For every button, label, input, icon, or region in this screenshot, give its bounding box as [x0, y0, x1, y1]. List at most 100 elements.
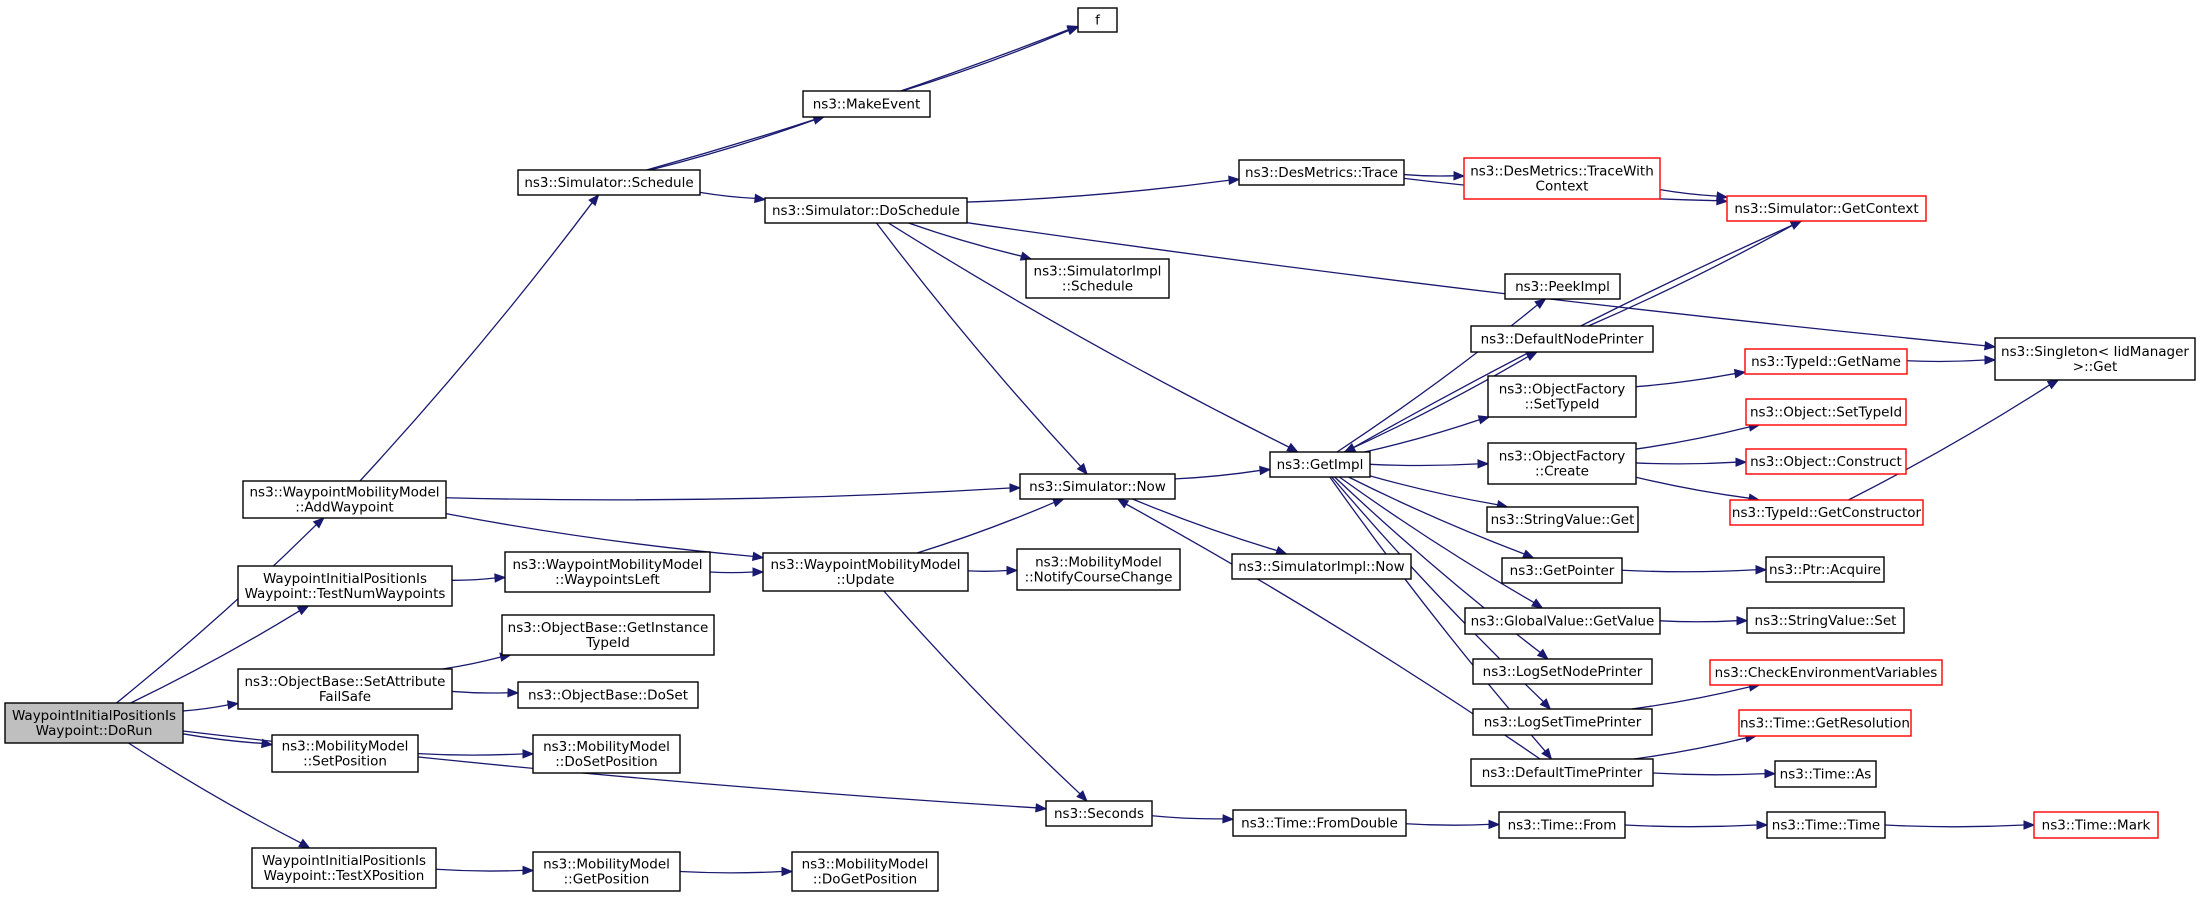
arrowhead-icon: [298, 838, 311, 849]
edge-line: [417, 752, 524, 756]
edge-line: [1364, 419, 1480, 453]
node-singleton[interactable]: ns3::Singleton< IidManager >::Get: [1994, 337, 2196, 381]
node-getptr[interactable]: ns3::GetPointer: [1501, 557, 1623, 584]
node-defnodepr[interactable]: ns3::DefaultNodePrinter: [1470, 325, 1654, 353]
node-mmsetpos[interactable]: ns3::MobilityModel::SetPosition: [271, 734, 419, 773]
edge-line: [435, 868, 524, 872]
node-label: ns3::Time::Time: [1772, 818, 1880, 834]
node-implnow[interactable]: ns3::SimulatorImpl::Now: [1231, 553, 1412, 580]
node-destrace[interactable]: ns3::DesMetrics::Trace: [1238, 159, 1405, 186]
node-f[interactable]: f: [1077, 7, 1118, 33]
edge-getptr-to-acquire: [1621, 565, 1768, 575]
node-label: ns3::DefaultTimePrinter: [1482, 765, 1643, 781]
node-label: ns3::Object::Construct: [1750, 454, 1902, 470]
edge-getimpl-to-peekimpl: [1336, 298, 1547, 453]
node-makeevent[interactable]: ns3::MakeEvent: [802, 90, 931, 118]
edge-simnow-to-getimpl: [1174, 465, 1272, 480]
edge-line: [1151, 815, 1224, 820]
node-label: ::SetTypeId: [1525, 397, 1600, 413]
arrowhead-icon: [1076, 790, 1088, 802]
node-label: ns3::WaypointMobilityModel: [771, 557, 961, 573]
node-svset[interactable]: ns3::StringValue::Set: [1746, 607, 1905, 634]
node-gvget[interactable]: ns3::GlobalValue::GetValue: [1464, 607, 1661, 635]
node-testnum[interactable]: WaypointInitialPositionIsWaypoint::TestN…: [237, 565, 453, 607]
node-checkenv[interactable]: ns3::CheckEnvironmentVariables: [1709, 659, 1943, 686]
edge-wpleft-to-update: [709, 567, 765, 577]
node-label: ::Update: [837, 572, 895, 588]
node-fromdouble[interactable]: ns3::Time::FromDouble: [1232, 809, 1407, 837]
node-peekimpl[interactable]: ns3::PeekImpl: [1504, 273, 1621, 300]
edge-mmsetpos-to-dosetpos: [417, 749, 535, 759]
node-box: [1269, 451, 1371, 478]
edge-dosched-to-simimplsched: [908, 222, 1033, 261]
arrowhead-icon: [1541, 747, 1553, 761]
node-timeas[interactable]: ns3::Time::As: [1774, 760, 1877, 788]
node-timemark[interactable]: ns3::Time::Mark: [2033, 811, 2159, 839]
node-update[interactable]: ns3::WaypointMobilityModel::Update: [762, 552, 969, 592]
node-box: [1019, 473, 1176, 500]
node-timetime[interactable]: ns3::Time::Time: [1766, 811, 1886, 839]
node-dosetpos[interactable]: ns3::MobilityModel::DoSetPosition: [532, 734, 681, 774]
node-doset[interactable]: ns3::ObjectBase::DoSet: [517, 681, 699, 709]
node-objsettid[interactable]: ns3::Object::SetTypeId: [1745, 398, 1907, 426]
edge-seconds-to-fromdouble: [1151, 814, 1235, 824]
edge-line: [1652, 772, 1766, 776]
node-box: [1738, 709, 1912, 737]
node-lognode[interactable]: ns3::LogSetNodePrinter: [1472, 658, 1653, 685]
node-seconds[interactable]: ns3::Seconds: [1045, 800, 1153, 827]
node-box: [1498, 811, 1626, 839]
edge-line: [967, 569, 1008, 572]
edge-create-to-getctor: [1635, 476, 1761, 503]
node-box: [1774, 760, 1877, 788]
edge-line: [902, 29, 1069, 92]
node-getname[interactable]: ns3::TypeId::GetName: [1744, 348, 1908, 375]
node-dogetpos[interactable]: ns3::MobilityModel::DoGetPosition: [791, 851, 939, 892]
node-logtime[interactable]: ns3::LogSetTimePrinter: [1472, 708, 1653, 736]
node-label: ::DoGetPosition: [813, 872, 917, 888]
node-addwp[interactable]: ns3::WaypointMobilityModel::AddWaypoint: [242, 480, 447, 519]
node-getctx[interactable]: ns3::Simulator::GetContext: [1726, 195, 1927, 222]
node-getimpl[interactable]: ns3::GetImpl: [1269, 451, 1371, 478]
node-dosched[interactable]: ns3::Simulator::DoSchedule: [764, 197, 968, 224]
edge-line: [1174, 469, 1261, 480]
node-timefrom[interactable]: ns3::Time::From: [1498, 811, 1626, 839]
edge-line: [1405, 823, 1490, 826]
node-wpleft[interactable]: ns3::WaypointMobilityModel::WaypointsLef…: [504, 551, 711, 593]
node-settypeid[interactable]: ns3::ObjectFactory::SetTypeId: [1487, 375, 1637, 418]
node-simnow[interactable]: ns3::Simulator::Now: [1019, 473, 1176, 500]
node-box: [1709, 659, 1943, 686]
node-box: [532, 734, 681, 774]
node-svget[interactable]: ns3::StringValue::Get: [1486, 506, 1639, 533]
edge-makeevent-to-f: [902, 26, 1080, 92]
node-deftime[interactable]: ns3::DefaultTimePrinter: [1470, 758, 1654, 787]
node-box: [1470, 758, 1654, 787]
node-notify[interactable]: ns3::MobilityModel::NotifyCourseChange: [1016, 548, 1181, 591]
edge-line: [649, 119, 815, 171]
arrowhead-icon: [1764, 768, 1777, 779]
node-box: [237, 668, 453, 710]
node-getctor[interactable]: ns3::TypeId::GetConstructor: [1729, 499, 1924, 526]
node-acquire[interactable]: ns3::Ptr::Acquire: [1765, 556, 1885, 583]
node-getres[interactable]: ns3::Time::GetResolution: [1738, 709, 1912, 737]
node-label: ns3::ObjectBase::SetAttribute: [245, 674, 446, 690]
edge-setattr-to-doset: [451, 687, 520, 698]
node-box: [1487, 442, 1637, 485]
node-schedule[interactable]: ns3::Simulator::Schedule: [517, 169, 701, 196]
node-label: ::NotifyCourseChange: [1025, 570, 1173, 586]
node-testx[interactable]: WaypointInitialPositionIsWaypoint::TestX…: [251, 847, 437, 889]
arrowhead-icon: [1733, 368, 1747, 379]
node-getpos[interactable]: ns3::MobilityModel::GetPosition: [532, 851, 681, 892]
edge-update-to-seconds: [883, 590, 1088, 802]
edge-line: [130, 610, 300, 704]
arrowhead-icon: [1984, 340, 1997, 351]
node-construct[interactable]: ns3::Object::Construct: [1745, 448, 1907, 475]
node-label: ::WaypointsLeft: [555, 572, 660, 588]
edge-dorun-to-testx: [128, 742, 311, 849]
edge-line: [1369, 475, 1498, 506]
node-simimplsched[interactable]: ns3::SimulatorImpl::Schedule: [1025, 258, 1170, 299]
node-create[interactable]: ns3::ObjectFactory::Create: [1487, 442, 1637, 485]
edge-deftime-to-getres: [1633, 733, 1758, 760]
